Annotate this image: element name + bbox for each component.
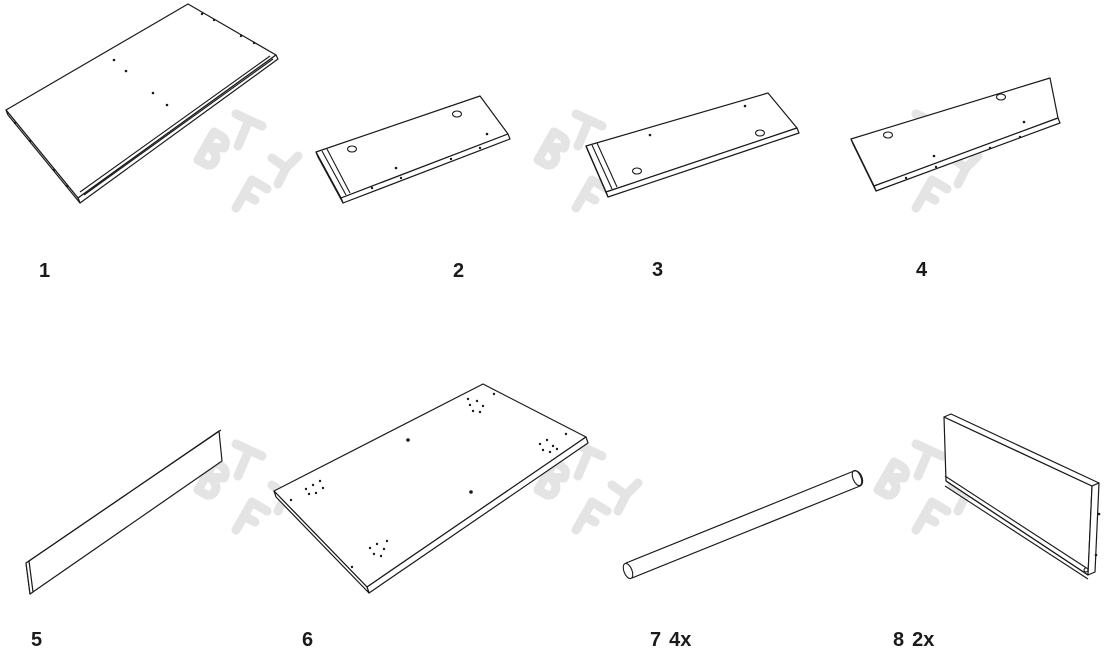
part-number: 8 bbox=[893, 629, 905, 651]
part-7-rod bbox=[622, 469, 864, 580]
part-4-panel bbox=[850, 77, 1061, 192]
part-8-board bbox=[943, 413, 1101, 580]
part-label-6: 6 bbox=[302, 630, 313, 650]
watermark-1 bbox=[193, 109, 303, 213]
part-1-panel bbox=[5, 3, 279, 204]
part-number: 3 bbox=[652, 259, 664, 281]
part-label-2: 2 bbox=[453, 261, 464, 281]
part-label-4: 4 bbox=[916, 260, 927, 280]
part-6-panel bbox=[273, 383, 589, 594]
part-label-1: 1 bbox=[39, 261, 50, 281]
part-quantity: 2x bbox=[912, 629, 935, 651]
part-label-8: 8 2x bbox=[893, 630, 934, 650]
part-2-panel bbox=[315, 95, 511, 204]
part-label-7: 7 4x bbox=[650, 630, 691, 650]
part-label-5: 5 bbox=[31, 630, 42, 650]
part-3-panel bbox=[585, 92, 800, 198]
part-number: 4 bbox=[916, 259, 928, 281]
part-5-board bbox=[25, 429, 223, 595]
part-label-3: 3 bbox=[652, 260, 663, 280]
part-number: 7 bbox=[650, 629, 662, 651]
part-number: 5 bbox=[31, 629, 43, 651]
watermark-6 bbox=[873, 439, 983, 535]
part-quantity: 4x bbox=[669, 629, 692, 651]
part-number: 6 bbox=[302, 629, 314, 651]
part-number: 2 bbox=[453, 260, 465, 282]
part-number: 1 bbox=[39, 260, 51, 282]
